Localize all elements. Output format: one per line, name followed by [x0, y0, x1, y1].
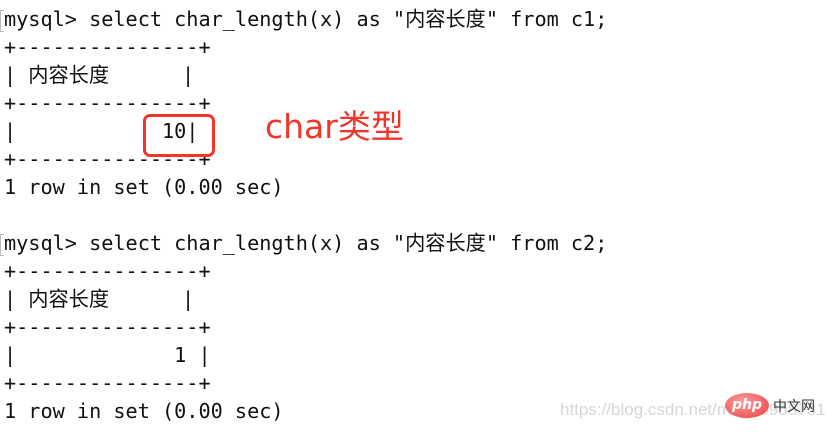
php-cn-logo: php 中文网 [725, 393, 815, 418]
query-prompt-c2: mysql> select char_length(x) as "内容长度" f… [4, 231, 608, 255]
table-border-bottom: +---------------+ [4, 371, 211, 395]
table-header: | 内容长度 | [4, 287, 195, 311]
table-border-mid: +---------------+ [4, 315, 211, 339]
terminal-output: mysql> select char_length(x) as "内容长度" f… [4, 5, 824, 425]
table-border-top: +---------------+ [4, 259, 211, 283]
blank-line [4, 201, 824, 229]
table-border-mid: +---------------+ [4, 91, 211, 115]
cursor-marker [0, 10, 4, 32]
query-prompt-c1: mysql> select char_length(x) as "内容长度" f… [4, 7, 608, 31]
value-highlight-box [143, 114, 215, 157]
cursor-marker [0, 234, 4, 256]
table-border-top: +---------------+ [4, 35, 211, 59]
php-badge-icon: php [725, 393, 769, 418]
table-border-bottom: +---------------+ [4, 147, 211, 171]
table-header: | 内容长度 | [4, 63, 195, 87]
char-type-annotation: char类型 [265, 107, 404, 146]
result-status: 1 row in set (0.00 sec) [4, 175, 284, 199]
table-row-value: | 10| [4, 119, 199, 143]
result-status: 1 row in set (0.00 sec) [4, 399, 284, 423]
php-logo-text: 中文网 [773, 398, 815, 415]
table-row-value: | 1 | [4, 343, 211, 367]
